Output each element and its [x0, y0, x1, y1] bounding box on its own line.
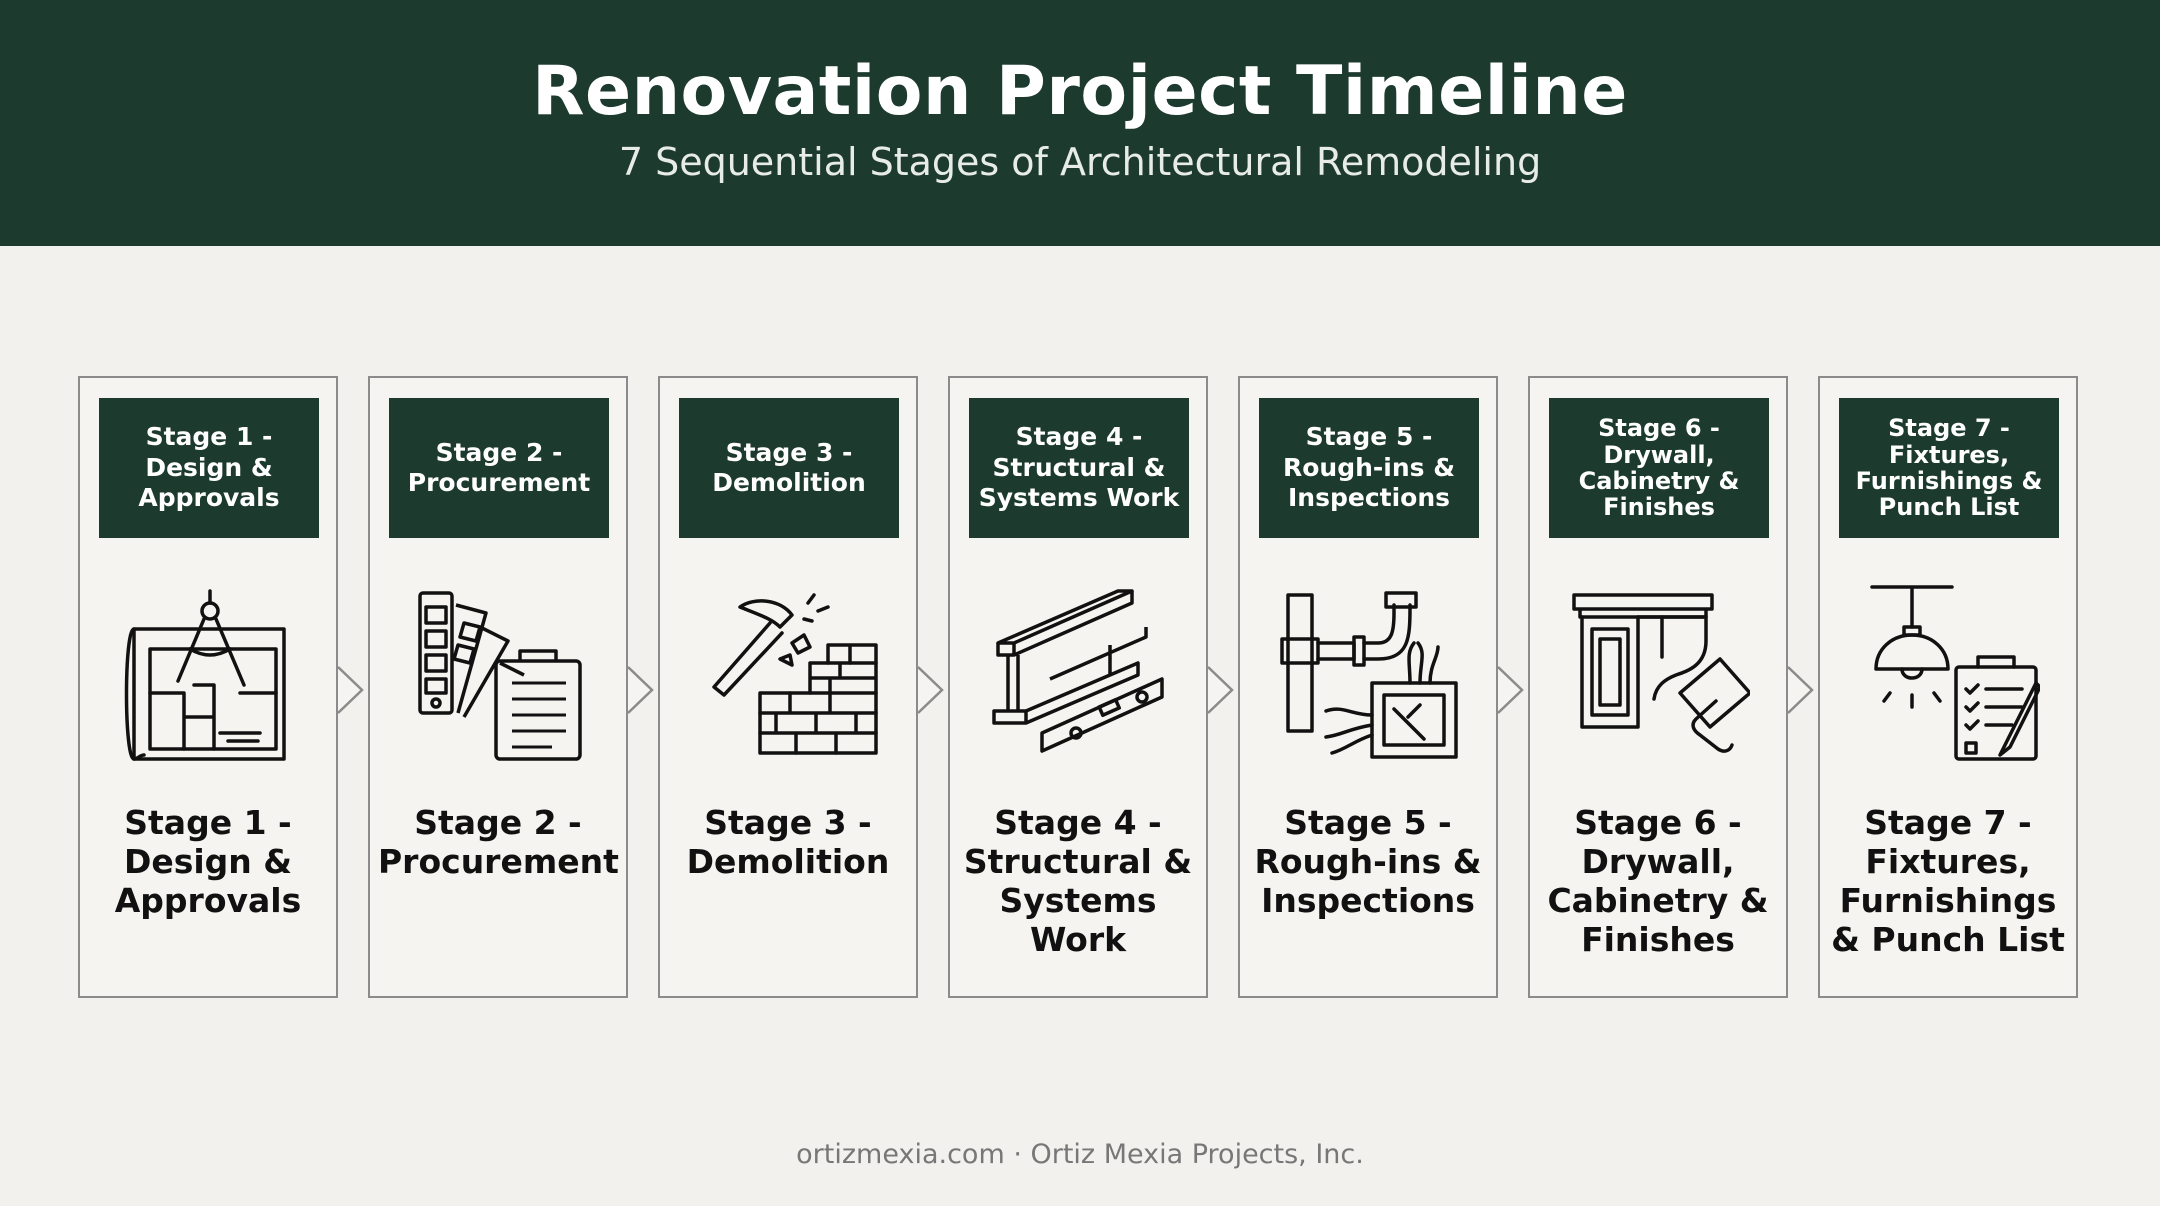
stage-label: Stage 1 - Design & Approvals	[114, 803, 302, 920]
stage-tag: Stage 1 - Design & Approvals	[99, 398, 319, 538]
connector-arrow-icon	[917, 666, 944, 714]
stage-tag: Stage 7 - Fixtures, Furnishings & Punch …	[1839, 398, 2059, 538]
stage-card-1: Stage 1 - Design & Approvals Stage 1 - D…	[78, 376, 338, 998]
stage-tag: Stage 6 - Drywall, Cabinetry & Finishes	[1549, 398, 1769, 538]
footer-credit: ortizmexia.com · Ortiz Mexia Projects, I…	[796, 1139, 1364, 1170]
stage-label: Stage 3 - Demolition	[686, 803, 890, 881]
stage-tag: Stage 4 - Structural & Systems Work	[969, 398, 1189, 538]
stage-label: Stage 5 - Rough-ins & Inspections	[1254, 803, 1482, 920]
stage-tag: Stage 5 - Rough-ins & Inspections	[1259, 398, 1479, 538]
stage-card-3: Stage 3 - Demolition Stage 3 - Demolitio…	[658, 376, 918, 998]
stage-card-2: Stage 2 - Procurement Stage 2 - Procurem…	[368, 376, 628, 998]
pipes-electrical-box-icon	[1280, 583, 1460, 763]
page-title: Renovation Project Timeline	[532, 52, 1628, 131]
steel-beam-level-icon	[990, 583, 1170, 763]
cabinet-trowel-icon	[1570, 583, 1752, 763]
connector-arrow-icon	[1207, 666, 1234, 714]
connector-arrow-icon	[1787, 666, 1814, 714]
connector-arrow-icon	[337, 666, 364, 714]
stage-card-5: Stage 5 - Rough-ins & Inspections Stage …	[1238, 376, 1498, 998]
hammer-brick-wall-icon	[700, 583, 880, 763]
stage-label: Stage 4 - Structural & Systems Work	[963, 803, 1193, 959]
stage-label: Stage 7 - Fixtures, Furnishings & Punch …	[1831, 803, 2065, 959]
stage-label: Stage 6 - Drywall, Cabinetry & Finishes	[1547, 803, 1769, 959]
stage-card-4: Stage 4 - Structural & Systems Work Stag…	[948, 376, 1208, 998]
swatch-clipboard-icon	[410, 583, 590, 763]
stage-label: Stage 2 - Procurement	[378, 803, 619, 881]
pendant-lamp-checklist-icon	[1860, 583, 2042, 763]
header-banner: Renovation Project Timeline 7 Sequential…	[0, 0, 2160, 246]
page-subtitle: 7 Sequential Stages of Architectural Rem…	[618, 140, 1542, 184]
stage-card-6: Stage 6 - Drywall, Cabinetry & Finishes …	[1528, 376, 1788, 998]
connector-arrow-icon	[1497, 666, 1524, 714]
connector-arrow-icon	[627, 666, 654, 714]
stage-card-7: Stage 7 - Fixtures, Furnishings & Punch …	[1818, 376, 2078, 998]
blueprint-compass-icon	[120, 583, 300, 763]
stage-tag: Stage 3 - Demolition	[679, 398, 899, 538]
stage-tag: Stage 2 - Procurement	[389, 398, 609, 538]
